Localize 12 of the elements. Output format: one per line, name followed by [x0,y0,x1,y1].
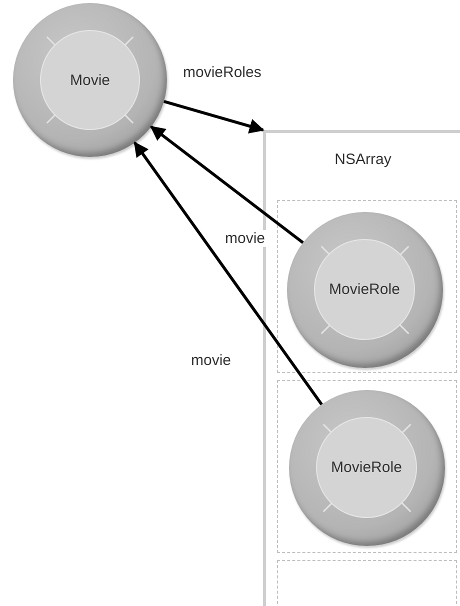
object-name: MovieRole [329,280,400,298]
array-container [263,130,460,606]
object-name: MovieRole [331,458,402,476]
array-slot [277,380,457,553]
object-name: Movie [70,72,110,88]
array-slot [277,200,457,373]
arrow [150,126,304,244]
arrow [134,141,323,406]
container-title: NSArray [334,151,392,168]
arrow [164,100,264,134]
array-slot [277,560,457,604]
edge-label: movie [224,230,266,247]
